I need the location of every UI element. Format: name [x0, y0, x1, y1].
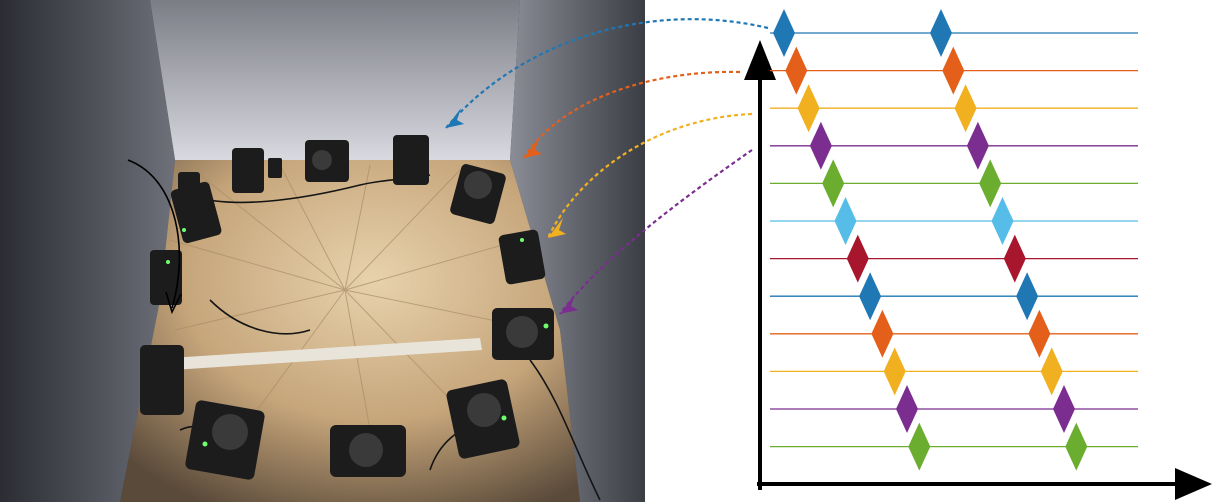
timing-rows [770, 9, 1138, 471]
speaker-photo-illustration [0, 0, 645, 502]
speaker [498, 229, 546, 285]
left-wall [0, 0, 175, 502]
speaker [140, 345, 184, 415]
x-axis-arrowhead [1175, 468, 1212, 500]
mapping-arrow [523, 70, 741, 159]
pulse-diamond [942, 46, 965, 95]
cables [179, 174, 601, 501]
mapping-arrows [445, 18, 769, 315]
pulse-diamond [930, 9, 952, 57]
speaker [178, 172, 200, 196]
pulse-diamond [846, 234, 869, 283]
pulse-diamond [908, 422, 931, 471]
right-wall [510, 0, 645, 502]
power-leds [166, 228, 549, 447]
pulse-diamond [834, 197, 857, 245]
pulse-diamond [1028, 309, 1051, 358]
speaker [170, 181, 222, 244]
mapping-arrowhead [446, 108, 464, 128]
pulse-diamond [1016, 272, 1039, 321]
floor-guide-lines [169, 164, 541, 431]
pulse-diamond [1003, 234, 1026, 283]
pulse-diamond [954, 84, 977, 133]
pulse-diamond [822, 159, 845, 208]
mapping-arrowhead [524, 138, 542, 158]
pulse-diamond [1040, 347, 1063, 396]
mapping-arrow [559, 149, 753, 315]
speaker-photo [0, 0, 645, 502]
mapping-arrow [445, 18, 769, 129]
speaker [393, 135, 429, 185]
speaker [232, 148, 264, 193]
pulse-diamond [896, 385, 918, 433]
back-wall [150, 0, 520, 160]
pulse-diamond [883, 347, 906, 396]
y-axis-arrowhead [744, 40, 776, 80]
pulse-diamond [773, 9, 795, 57]
pulse-diamond [979, 159, 1002, 208]
speaker [150, 250, 182, 305]
pulse-diamond [1065, 422, 1088, 471]
mapping-arrowhead [548, 218, 566, 238]
pulse-diamond [859, 272, 882, 321]
pulse-diamond [797, 84, 820, 133]
pulse-diamond [991, 197, 1014, 245]
pulse-diamond [809, 121, 832, 170]
pulse-diamond [785, 46, 808, 95]
mapping-arrow [547, 112, 753, 239]
pulse-diamond [871, 309, 894, 358]
tape-stripe [170, 338, 482, 370]
rotation-arrow [127, 159, 181, 309]
speaker [268, 158, 282, 178]
mapping-arrowhead [560, 294, 578, 314]
pulse-diamond [1053, 385, 1075, 433]
rotation-arrowhead [165, 291, 182, 315]
speaker-cones [212, 150, 538, 467]
pulse-diamond [966, 121, 989, 170]
